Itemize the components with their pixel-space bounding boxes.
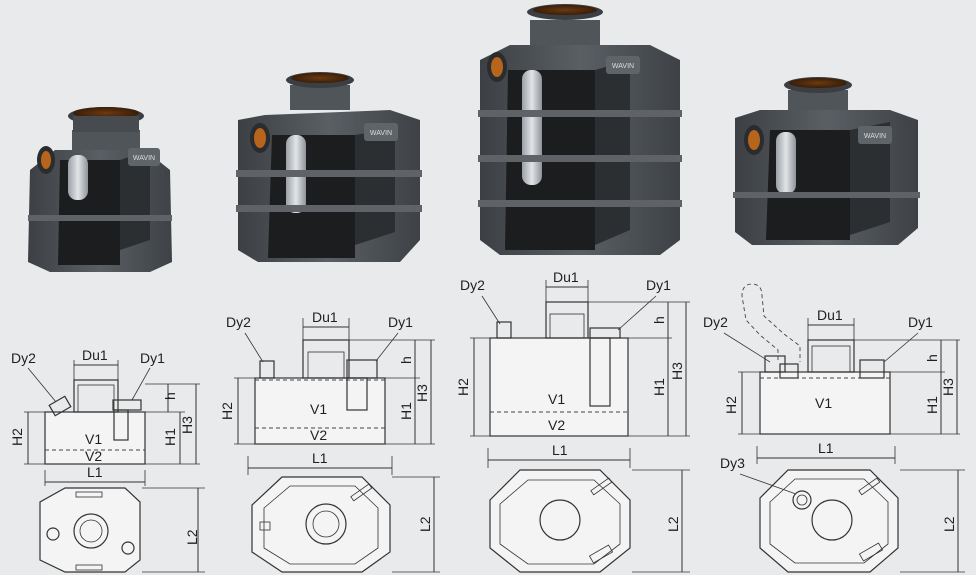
h-label-3: h [651,316,667,324]
product-render-4: WAVIN [733,77,920,245]
brand-logo-1: WAVIN [133,155,155,162]
dy2-label-2: Dy2 [226,314,251,330]
v1-label-4: V1 [815,395,832,411]
h1-label-2: H1 [398,402,414,420]
h2-label-3: H2 [455,378,471,396]
l1-label-1: L1 [87,464,103,480]
l1-label-2: L1 [312,450,328,466]
side-view-drawing-4: Du1 Dy2 Dy1 V1 H2 h H1 H3 L1 [703,283,960,464]
h3-label-1: H3 [179,416,195,434]
v2-label-1: V2 [85,448,102,464]
l1-label-4: L1 [818,440,834,456]
product-render-3: WAVIN [478,4,682,255]
h-label-4: h [924,354,940,362]
l2-label-2: L2 [417,516,433,532]
product-render-1: WAVIN [28,107,172,272]
v1-label-3: V1 [548,391,565,407]
side-view-drawing-2: Du1 Dy2 Dy1 V1 V2 H2 h H1 H3 L1 [219,309,435,475]
l2-label-3: L2 [665,516,681,532]
du1-label-3: Du1 [553,269,579,285]
dy2-label-1: Dy2 [11,350,36,366]
l2-label-4: L2 [941,516,957,532]
du1-label-1: Du1 [82,347,108,363]
v1-label-1: V1 [85,431,102,447]
h2-label-4: H2 [723,396,739,414]
brand-logo-3: WAVIN [612,63,634,70]
v1-label-2: V1 [310,401,327,417]
v2-label-2: V2 [310,427,327,443]
l1-label-3: L1 [552,442,568,458]
h-label-1: h [162,392,178,400]
side-view-drawing-1: Du1 Dy2 Dy1 V1 V2 H2 h H1 H3 L1 [9,347,200,486]
v2-label-3: V2 [548,417,565,433]
h-label-2: h [398,356,414,364]
top-view-drawing-4: Dy3 L2 [720,455,965,573]
brand-logo-2: WAVIN [370,130,392,137]
dy2-label-3: Dy2 [460,277,485,293]
h3-label-2: H3 [414,384,430,402]
dy3-label-4: Dy3 [720,455,745,471]
dy1-label-4: Dy1 [908,314,933,330]
dy2-label-4: Dy2 [703,314,728,330]
dy1-label-1: Dy1 [140,350,165,366]
h3-label-3: H3 [669,362,685,380]
side-view-drawing-3: Du1 Dy2 Dy1 V1 V2 H2 h H1 H3 L1 [455,269,690,468]
h3-label-4: H3 [940,378,956,396]
dy1-label-3: Dy1 [646,277,671,293]
product-render-2: WAVIN [236,72,422,262]
h1-label-3: H1 [651,378,667,396]
top-view-drawing-1: L2 [39,487,205,573]
h1-label-4: H1 [924,396,940,414]
brand-logo-4: WAVIN [864,133,886,140]
l2-label-1: L2 [184,529,200,545]
du1-label-4: Du1 [817,307,843,323]
h1-label-1: H1 [162,428,178,446]
top-view-drawing-2: L2 [251,476,440,573]
dy1-label-2: Dy1 [388,314,413,330]
du1-label-2: Du1 [312,309,338,325]
h2-label-1: H2 [9,428,25,446]
h2-label-2: H2 [219,402,235,420]
top-view-drawing-3: L2 [489,469,690,573]
